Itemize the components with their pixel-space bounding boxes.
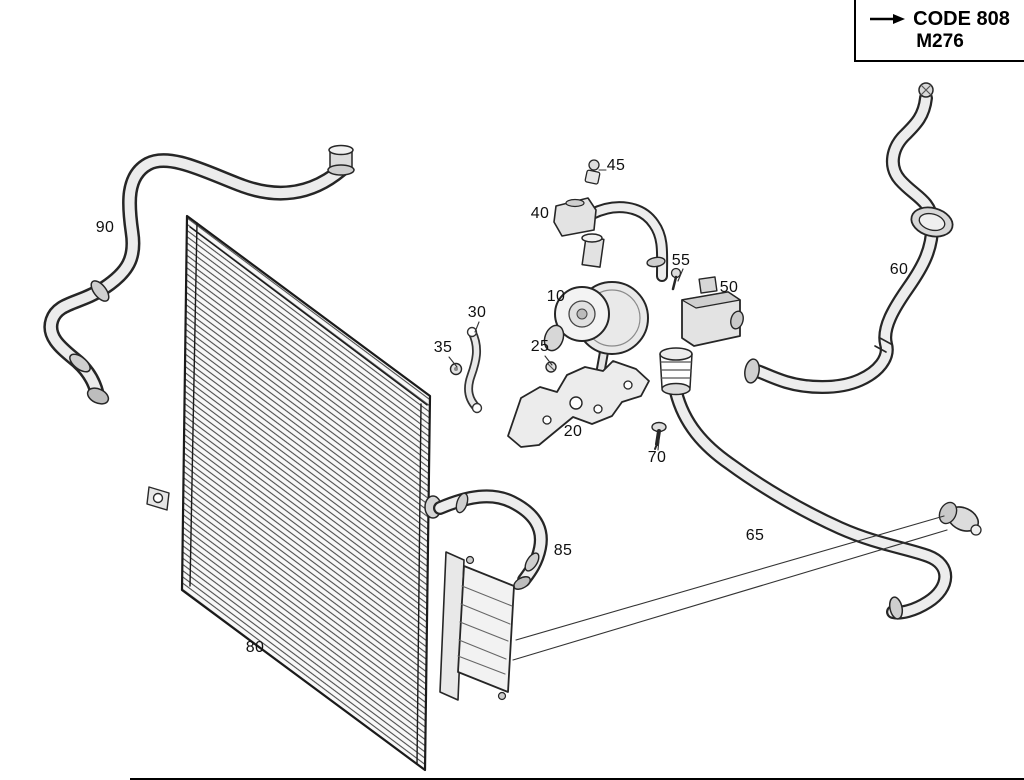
hose-60-drawing [744, 82, 954, 394]
drain-bolt-70-drawing [651, 421, 667, 450]
radiator-80-drawing [146, 214, 442, 772]
bracket-30-drawing [464, 326, 483, 414]
screw-35-drawing [449, 362, 463, 376]
leader-lines [448, 169, 948, 661]
hose-65-drawing [669, 385, 982, 620]
screw-45-drawing [584, 159, 601, 185]
oil-cooler-drawing [439, 551, 515, 701]
screw-25-drawing [545, 361, 557, 373]
code-label: CODE 808 [913, 7, 1010, 30]
hose-85-drawing [433, 489, 548, 590]
bracket-20-drawing [507, 360, 650, 448]
hose-40-drawing [586, 201, 669, 282]
bottom-border-line [130, 778, 1024, 780]
bolt-55-drawing [670, 267, 682, 291]
engine-code-label: M276 [916, 30, 964, 52]
arrow-right-icon [870, 14, 906, 25]
code-box: CODE 808 M276 [854, 0, 1024, 62]
code-line: CODE 808 [870, 8, 1010, 31]
valve-50-drawing [659, 276, 744, 396]
water-pump-10-drawing [543, 233, 649, 385]
fitting-40-drawing [553, 197, 597, 237]
hose-90-drawing [43, 144, 355, 405]
